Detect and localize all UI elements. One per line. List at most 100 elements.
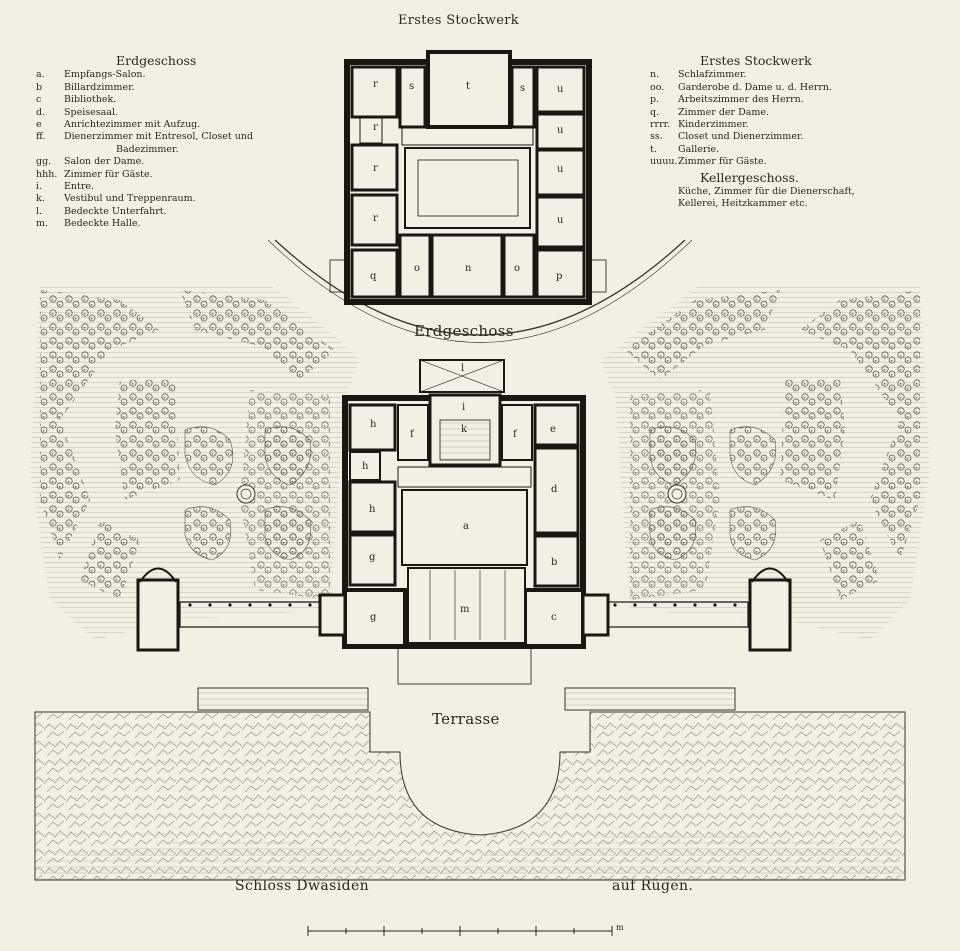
- legend-key: l.: [36, 205, 43, 217]
- upper-floor-plan: [329, 50, 607, 305]
- legend-key: ff.: [36, 131, 46, 143]
- legend-item: k. Vestibul und Treppenraum.: [36, 193, 253, 205]
- room-letter: a: [463, 521, 469, 532]
- legend-key: b: [36, 81, 43, 93]
- legend-label: Arbeitszimmer des Herrn.: [678, 94, 804, 106]
- legend-label: Kinderzimmer.: [678, 119, 749, 131]
- drive-arc: [274, 239, 686, 336]
- legend-key: ss.: [650, 131, 663, 143]
- legend-key: rrrr.: [650, 119, 671, 131]
- room-letter: f: [410, 429, 414, 440]
- legend-label-continued: Badezimmer.: [116, 143, 179, 155]
- legend-key: i.: [36, 181, 43, 193]
- legend-key: a.: [36, 69, 45, 81]
- legend-key: oo.: [650, 81, 665, 93]
- legend-key: e: [36, 119, 42, 131]
- legend-label: Billardzimmer.: [64, 81, 135, 93]
- basement-line: Küche, Zimmer für die Dienerschaft,: [678, 186, 855, 198]
- room-letter: r: [373, 122, 378, 133]
- legend-item: t. Gallerie.: [650, 144, 855, 156]
- legend-label: Schlafzimmer.: [678, 69, 747, 81]
- room-letter: t: [466, 81, 471, 92]
- room-letter: g: [369, 552, 376, 563]
- legend-item: oo. Garderobe d. Dame u. d. Herrn.: [650, 82, 855, 94]
- legend-item: l. Bedeckte Unterfahrt.: [36, 206, 253, 218]
- legend-key: n.: [650, 69, 660, 81]
- room-letter: h: [370, 419, 377, 430]
- legend-label: Bedeckte Unterfahrt.: [64, 205, 167, 217]
- room-letter: u: [557, 164, 564, 175]
- legend-item: b Billardzimmer.: [36, 82, 253, 94]
- room-letter: o: [514, 263, 521, 274]
- legend-label: Speisesaal.: [64, 106, 119, 118]
- legend-key: k.: [36, 193, 45, 205]
- legend-item: ff. Dienerzimmer mit Entresol, Closet und: [36, 131, 253, 143]
- room-letter: c: [551, 612, 557, 623]
- caption-right: auf Rügen.: [612, 878, 694, 894]
- legend-item: gg. Salon der Dame.: [36, 156, 253, 168]
- room-letter: r: [373, 163, 378, 174]
- legend-ground-floor: Erdgeschoss a. Empfangs-Salon. b Billardzi…: [36, 52, 253, 231]
- room-letter: d: [551, 484, 558, 495]
- legend-item: e Anrichtezimmer mit Aufzug.: [36, 119, 253, 131]
- scale-unit-label: m: [616, 923, 624, 932]
- legend-key: q.: [650, 106, 660, 118]
- legend-item: p. Arbeitszimmer des Herrn.: [650, 94, 855, 106]
- legend-item: d. Speisesaal.: [36, 107, 253, 119]
- legend-label: Empfangs-Salon.: [64, 69, 146, 81]
- terrace-heading: Terrasse: [432, 710, 500, 728]
- room-letter: u: [557, 84, 564, 95]
- legend-key: m.: [36, 218, 49, 230]
- room-letter: g: [370, 612, 377, 623]
- basement-line: Kellerei, Heitzkammer etc.: [678, 198, 808, 210]
- upper-floor-heading: Erstes Stockwerk: [398, 13, 519, 28]
- room-letter: o: [414, 263, 421, 274]
- legend-label: Entre.: [64, 181, 95, 193]
- legend-item: i. Entre.: [36, 181, 253, 193]
- legend-label: Gallerie.: [678, 143, 720, 155]
- room-letter: n: [465, 263, 472, 274]
- legend-item: n. Schlafzimmer.: [650, 69, 855, 81]
- garden-area: [30, 285, 930, 640]
- legend-label: Dienerzimmer mit Entresol, Closet und: [64, 131, 254, 143]
- room-letter: k: [461, 424, 468, 435]
- room-letter: m: [460, 604, 470, 615]
- ground-floor-heading: Erdgeschoss: [414, 322, 514, 340]
- legend-item: uuuu.Zimmer für Gäste.: [650, 156, 855, 168]
- legend-label: Zimmer für Gäste.: [64, 168, 153, 180]
- scale-bar: [307, 926, 613, 936]
- ground-floor-plan: [136, 359, 792, 685]
- legend-item: q.Zimmer der Dame.: [650, 107, 855, 119]
- legend-key: p.: [650, 94, 660, 106]
- room-letter: l: [461, 363, 465, 374]
- caption-left: Schloss Dwasiden: [235, 878, 370, 894]
- room-letter: b: [551, 557, 558, 568]
- room-letter: r: [373, 79, 378, 90]
- legend-key: t.: [650, 143, 657, 155]
- legend-item: rrrr. Kinderzimmer.: [650, 119, 855, 131]
- legend-item: ss. Closet und Dienerzimmer.: [650, 131, 855, 143]
- legend-label: Garderobe d. Dame u. d. Herrn.: [678, 81, 832, 93]
- legend-label: Closet und Dienerzimmer.: [678, 131, 804, 143]
- legend-label: Zimmer für Gäste.: [678, 156, 767, 168]
- room-letter: e: [550, 424, 556, 435]
- room-letter: u: [557, 125, 564, 136]
- room-letter: i: [462, 402, 466, 413]
- legend-label: Anrichtezimmer mit Aufzug.: [64, 119, 201, 131]
- legend-key: gg.: [36, 156, 52, 168]
- legend-label: Bibliothek.: [64, 94, 117, 106]
- legend-label: Vestibul und Treppenraum.: [64, 193, 196, 205]
- room-letter: r: [373, 213, 378, 224]
- room-letter: h: [369, 504, 376, 515]
- legend-item: a. Empfangs-Salon.: [36, 69, 253, 81]
- legend-title: Erdgeschoss: [116, 53, 197, 68]
- room-letter: q: [370, 271, 377, 282]
- room-letter: s: [520, 83, 526, 94]
- legend-label: Salon der Dame.: [64, 156, 145, 168]
- legend-key: d.: [36, 106, 46, 118]
- room-letter: p: [556, 271, 563, 282]
- legend-upper-floor: Erstes Stockwerk n. Schlafzimmer. oo. Gard…: [650, 52, 855, 211]
- terrace-area: [34, 687, 906, 881]
- legend-title: Erstes Stockwerk: [700, 53, 812, 68]
- legend-item: hhh.Zimmer für Gäste.: [36, 169, 253, 181]
